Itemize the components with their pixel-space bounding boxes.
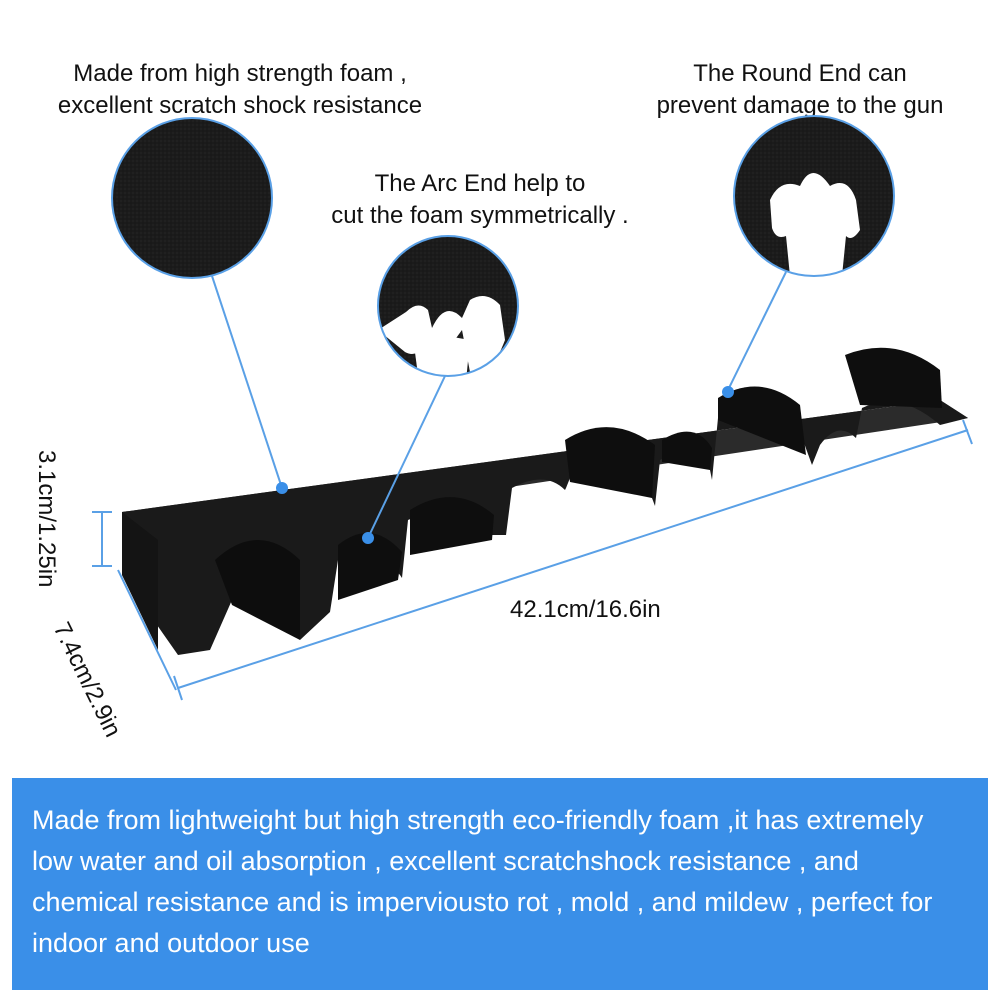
callout-dot-foam <box>276 482 288 494</box>
callout-foam-line2: excellent scratch shock resistance <box>57 92 423 119</box>
callout-round-end-line2: prevent damage to the gun <box>656 92 944 119</box>
info-banner-text: Made from lightweight but high strength … <box>32 805 933 958</box>
dimension-length-label: 42.1cm/16.6in <box>510 596 661 623</box>
product-illustration <box>92 115 973 701</box>
dimension-lines <box>92 419 973 701</box>
callout-dot-round-end <box>722 386 734 398</box>
callout-round-end-text: The Round End can prevent damage to the … <box>610 58 990 122</box>
callout-arc-end-line2: cut the foam symmetrically . <box>331 202 629 229</box>
foam-rack <box>122 347 968 655</box>
callout-leader-lines <box>211 271 787 539</box>
callout-round-end-line1: The Round End can <box>693 60 907 87</box>
zoom-circle-arc-end <box>377 235 519 377</box>
zoom-circle-round-end <box>733 115 895 277</box>
info-banner: Made from lightweight but high strength … <box>12 778 988 990</box>
callout-dot-arc-end <box>362 532 374 544</box>
callout-foam-text: Made from high strength foam , excellent… <box>10 58 470 122</box>
callout-foam-line1: Made from high strength foam , <box>73 60 407 87</box>
callout-arc-end-line1: The Arc End help to <box>374 170 586 197</box>
dimension-height-label: 3.1cm/1.25in <box>33 450 60 588</box>
zoom-circle-foam-texture <box>111 117 273 279</box>
callout-arc-end-text: The Arc End help to cut the foam symmetr… <box>270 168 690 232</box>
